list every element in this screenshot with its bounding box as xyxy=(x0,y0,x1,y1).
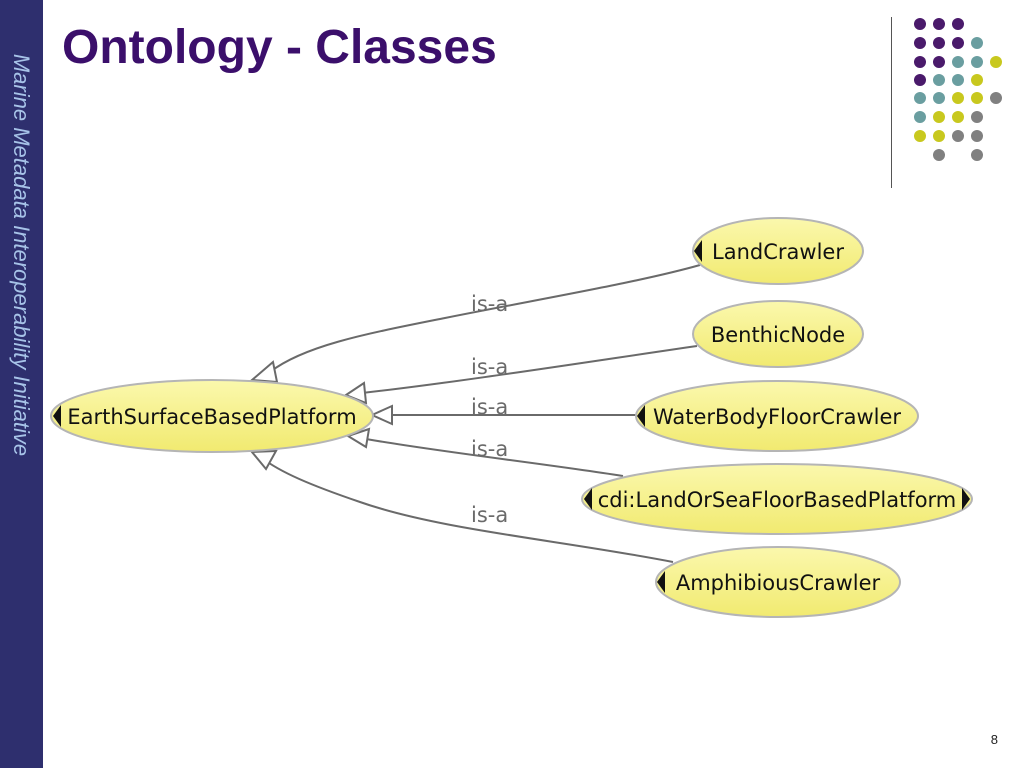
edge-benthicnode xyxy=(361,345,698,394)
decorative-dot xyxy=(933,149,945,161)
decorative-dot xyxy=(952,18,964,30)
decorative-dot-grid xyxy=(914,18,1002,161)
node-label: LandCrawler xyxy=(712,240,844,264)
decorative-dot xyxy=(990,56,1002,68)
edge-label: is-a xyxy=(471,355,508,379)
edge-label: is-a xyxy=(471,503,508,527)
node-ellipse xyxy=(692,300,864,368)
decorative-dot xyxy=(971,111,983,123)
collapse-triangle-icon[interactable] xyxy=(637,405,645,427)
node-label: BenthicNode xyxy=(711,323,845,347)
decorative-dot xyxy=(971,130,983,142)
decorative-dot xyxy=(990,92,1002,104)
node-label: AmphibiousCrawler xyxy=(676,571,881,595)
decorative-dot xyxy=(952,56,964,68)
decorative-dot xyxy=(952,111,964,123)
decorative-dot xyxy=(971,56,983,68)
decorative-dot xyxy=(952,130,964,142)
expand-triangle-icon[interactable] xyxy=(962,488,970,510)
node-ellipse xyxy=(581,463,973,535)
decorative-dot xyxy=(933,130,945,142)
slide-title: Ontology - Classes xyxy=(62,21,497,74)
decorative-dot xyxy=(971,74,983,86)
decorative-dot xyxy=(971,92,983,104)
edge-label: is-a xyxy=(471,292,508,316)
edge-label: is-a xyxy=(471,395,508,419)
decorative-dot xyxy=(933,37,945,49)
decorative-dot xyxy=(914,56,926,68)
arrowhead-amphibiouscrawler xyxy=(249,449,278,471)
node-amphibiouscrawler[interactable]: AmphibiousCrawler xyxy=(655,546,901,618)
page-number: 8 xyxy=(990,732,998,747)
decorative-dot xyxy=(914,111,926,123)
edge-label: is-a xyxy=(471,437,508,461)
node-ellipse xyxy=(50,379,374,453)
title-divider xyxy=(891,17,892,188)
node-landcrawler[interactable]: LandCrawler xyxy=(692,217,864,285)
decorative-dot xyxy=(933,56,945,68)
edge-amphibiouscrawler xyxy=(261,457,674,563)
arrowhead-waterbodyfloorcrawler xyxy=(369,404,393,426)
decorative-dot xyxy=(971,37,983,49)
node-landorseafloorbasedplatform[interactable]: cdi:LandOrSeaFloorBasedPlatform xyxy=(581,463,973,535)
edge-landcrawler xyxy=(269,264,701,373)
decorative-dot xyxy=(914,130,926,142)
node-benthicnode[interactable]: BenthicNode xyxy=(692,300,864,368)
decorative-dot xyxy=(933,18,945,30)
collapse-triangle-icon[interactable] xyxy=(584,488,592,510)
decorative-dot xyxy=(914,74,926,86)
node-waterbodyfloorcrawler[interactable]: WaterBodyFloorCrawler xyxy=(635,380,919,452)
decorative-dot xyxy=(914,37,926,49)
collapse-triangle-icon[interactable] xyxy=(694,240,702,262)
node-label: cdi:LandOrSeaFloorBasedPlatform xyxy=(598,488,957,512)
node-root[interactable]: EarthSurfaceBasedPlatform xyxy=(50,379,374,453)
arrowhead-landcrawler xyxy=(249,360,279,384)
side-banner: Marine Metadata Interoperability Initiat… xyxy=(0,0,43,768)
decorative-dot xyxy=(971,149,983,161)
edge-labels: is-a is-a is-a is-a is-a xyxy=(471,292,508,527)
decorative-dot xyxy=(952,37,964,49)
decorative-dot xyxy=(952,92,964,104)
collapse-triangle-icon[interactable] xyxy=(53,405,61,427)
edge-landorseafloor xyxy=(365,438,624,477)
node-label: EarthSurfaceBasedPlatform xyxy=(67,405,356,429)
decorative-dot xyxy=(914,92,926,104)
decorative-dot xyxy=(933,74,945,86)
node-label: WaterBodyFloorCrawler xyxy=(653,405,901,429)
collapse-triangle-icon[interactable] xyxy=(657,571,665,593)
arrowheads xyxy=(249,360,393,471)
decorative-dot xyxy=(933,111,945,123)
arrowhead-landorseafloor xyxy=(345,427,371,449)
node-ellipse xyxy=(655,546,901,618)
edges xyxy=(261,264,701,563)
decorative-dot xyxy=(952,74,964,86)
node-ellipse xyxy=(692,217,864,285)
decorative-dot xyxy=(914,18,926,30)
decorative-dot xyxy=(933,92,945,104)
node-ellipse xyxy=(635,380,919,452)
